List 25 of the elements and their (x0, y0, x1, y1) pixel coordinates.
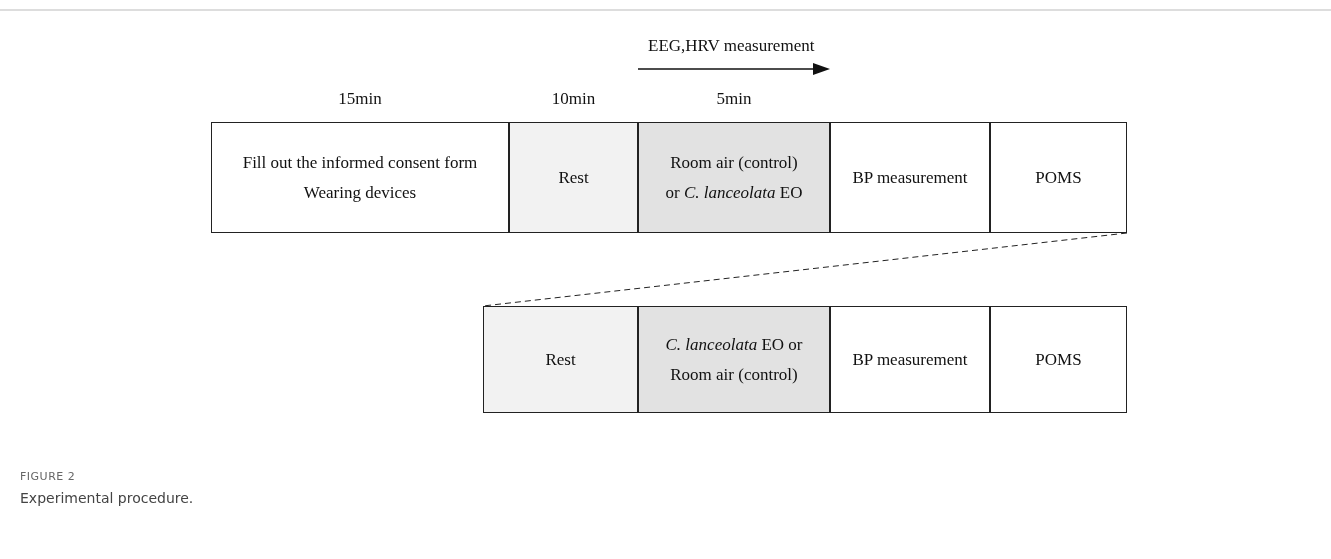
figure-number: FIGURE 2 (20, 470, 76, 483)
step-text: BP measurement (851, 166, 969, 189)
process-box (211, 122, 509, 233)
duration-label: 15min (337, 89, 383, 109)
step-text: POMS (1034, 166, 1083, 189)
step-text: Fill out the informed consent form (242, 151, 478, 174)
step-text: BP measurement (851, 348, 969, 371)
process-box (990, 122, 1127, 233)
step-text: Rest (557, 166, 590, 189)
process-box (638, 122, 830, 233)
step-text: Room air (control) or C. lanceolata EO (665, 151, 803, 204)
duration-label: 5min (715, 89, 753, 109)
process-box (509, 122, 638, 233)
process-box (990, 306, 1127, 413)
duration-label: 10min (550, 89, 597, 109)
step-text: C. lanceolata EO or Room air (control) (665, 333, 803, 386)
measurement-label: EEG,HRV measurement (648, 36, 815, 56)
process-box (830, 306, 990, 413)
process-box (830, 122, 990, 233)
step-text: POMS (1034, 348, 1083, 371)
process-box (483, 306, 638, 413)
step-text: Wearing devices (303, 181, 417, 204)
process-box (638, 306, 830, 413)
figure-caption: Experimental procedure. (20, 490, 194, 506)
step-text: Rest (544, 348, 577, 371)
